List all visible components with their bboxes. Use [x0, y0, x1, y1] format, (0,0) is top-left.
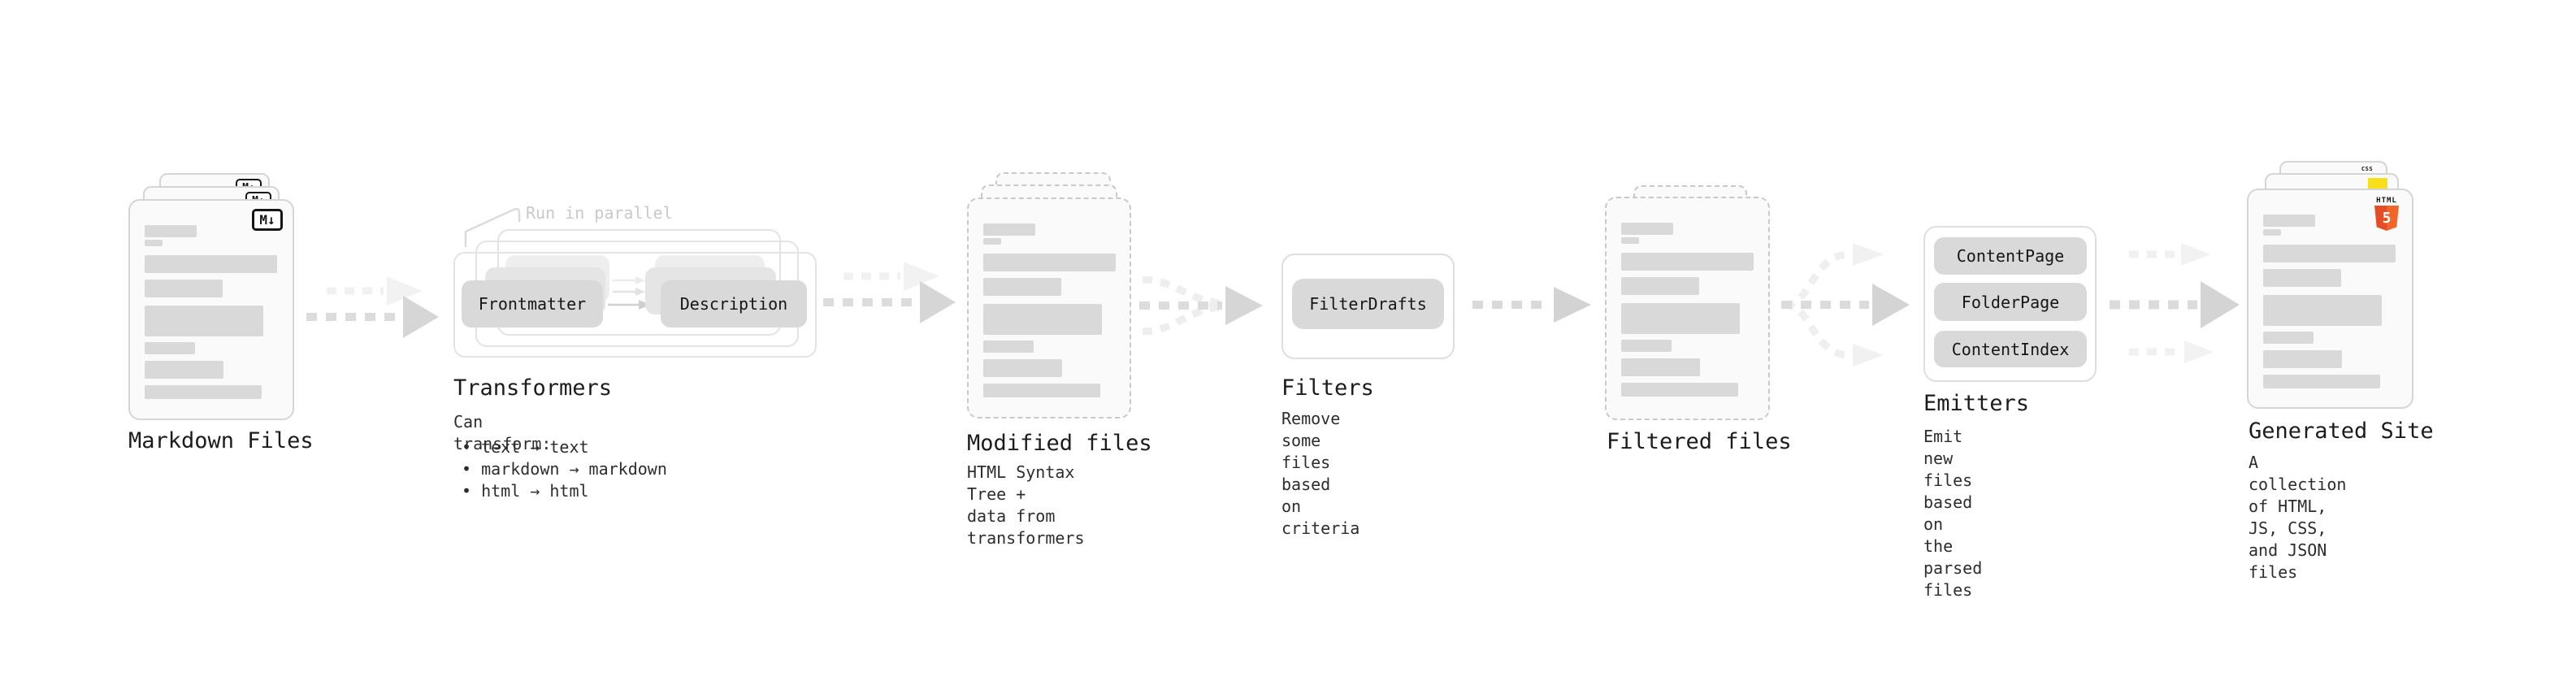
- placeholder-bar: [1621, 340, 1672, 352]
- transformer-frame-front: [453, 252, 817, 358]
- emitter-pill-contentpage: ContentPage: [1934, 237, 2087, 275]
- placeholder-bar: [145, 225, 197, 237]
- placeholder-bar: [145, 342, 195, 354]
- placeholder-bar: [983, 278, 1061, 296]
- placeholder-bar: [145, 385, 262, 399]
- arrow-modified-to-filters: [1139, 275, 1263, 336]
- placeholder-bar: [2263, 295, 2382, 326]
- filters-title: Filters: [1281, 375, 1374, 401]
- emitters-subtitle: Emit new files based on the parsed files: [1923, 427, 1983, 600]
- parallel-step-arrows: [608, 276, 650, 310]
- transform-bullet: • markdown → markdown: [462, 459, 667, 479]
- placeholder-bar: [983, 359, 1062, 377]
- placeholder-bar: [145, 306, 263, 336]
- modified-files-subtitle: HTML Syntax Tree + data from transformer…: [967, 462, 1085, 548]
- arrow-transformers-to-modified: [823, 262, 956, 323]
- generated-site-subtitle: A collection of HTML, JS, CSS, and JSON …: [2249, 453, 2347, 582]
- placeholder-bar: [983, 254, 1116, 271]
- placeholder-bar: [1621, 223, 1673, 235]
- placeholder-bar: [1621, 358, 1700, 376]
- emitters-title: Emitters: [1923, 391, 2030, 416]
- placeholder-bar: [1621, 237, 1639, 244]
- arrow-filtered-to-emitters: [1781, 243, 1910, 367]
- file-card-html: HTML 5: [2247, 189, 2413, 409]
- filtered-files-title: Filtered files: [1607, 429, 1792, 454]
- file-card-filtered: [1605, 197, 1770, 420]
- html5-shield: 5: [2374, 206, 2399, 231]
- markdown-icon: M↓: [252, 209, 283, 231]
- placeholder-bar: [2263, 350, 2342, 368]
- placeholder-bar: [983, 384, 1100, 397]
- filters-subtitle: Remove some files based on criteria: [1281, 409, 1360, 538]
- placeholder-bar: [2263, 269, 2341, 287]
- placeholder-bar: [983, 340, 1034, 353]
- placeholder-bar: [983, 238, 1001, 245]
- file-skeleton: [130, 201, 293, 399]
- transform-bullet: • html → html: [462, 481, 589, 501]
- placeholder-bar: [145, 255, 277, 273]
- transformers-title: Transformers: [453, 375, 613, 401]
- placeholder-bar: [1621, 303, 1740, 334]
- transform-bullet: • text → text: [462, 437, 589, 457]
- html5-file-icon: HTML 5: [2373, 197, 2400, 231]
- placeholder-bar: [2263, 375, 2380, 388]
- file-card-modified: [967, 197, 1131, 419]
- note-leader-line: [464, 207, 521, 248]
- placeholder-bar: [1621, 383, 1738, 397]
- file-skeleton: [969, 199, 1130, 397]
- placeholder-bar: [1621, 277, 1699, 295]
- emitter-pill-contentindex: ContentIndex: [1934, 331, 2087, 367]
- placeholder-bar: [1621, 253, 1754, 271]
- generated-site-title: Generated Site: [2249, 419, 2434, 444]
- transformers-heading: Can transform:: [453, 412, 552, 453]
- markdown-files-title: Markdown Files: [128, 428, 314, 453]
- placeholder-bar: [145, 361, 223, 379]
- transformer-pill-frontmatter: Frontmatter: [462, 280, 603, 327]
- placeholder-bar: [2263, 215, 2315, 227]
- placeholder-bar: [2263, 245, 2396, 262]
- modified-files-title: Modified files: [967, 431, 1152, 456]
- placeholder-bar: [145, 280, 223, 297]
- emitter-pill-folderpage: FolderPage: [1934, 283, 2087, 321]
- file-skeleton: [1607, 198, 1768, 397]
- placeholder-bar: [2263, 229, 2281, 236]
- transformer-pill-description: Description: [661, 280, 807, 327]
- arrow-filters-to-filtered: [1472, 287, 1591, 323]
- placeholder-bar: [983, 304, 1102, 335]
- placeholder-bar: [983, 223, 1035, 236]
- arrow-markdown-to-transformers: [306, 276, 439, 338]
- run-in-parallel-note: Run in parallel: [526, 203, 673, 223]
- file-card-markdown: M↓: [128, 199, 294, 420]
- placeholder-bar: [145, 240, 163, 246]
- placeholder-bar: [2263, 332, 2314, 344]
- arrow-emitters-to-generated: [2110, 243, 2240, 363]
- filter-pill-filterdrafts: FilterDrafts: [1292, 279, 1444, 329]
- file-skeleton: [2249, 190, 2412, 388]
